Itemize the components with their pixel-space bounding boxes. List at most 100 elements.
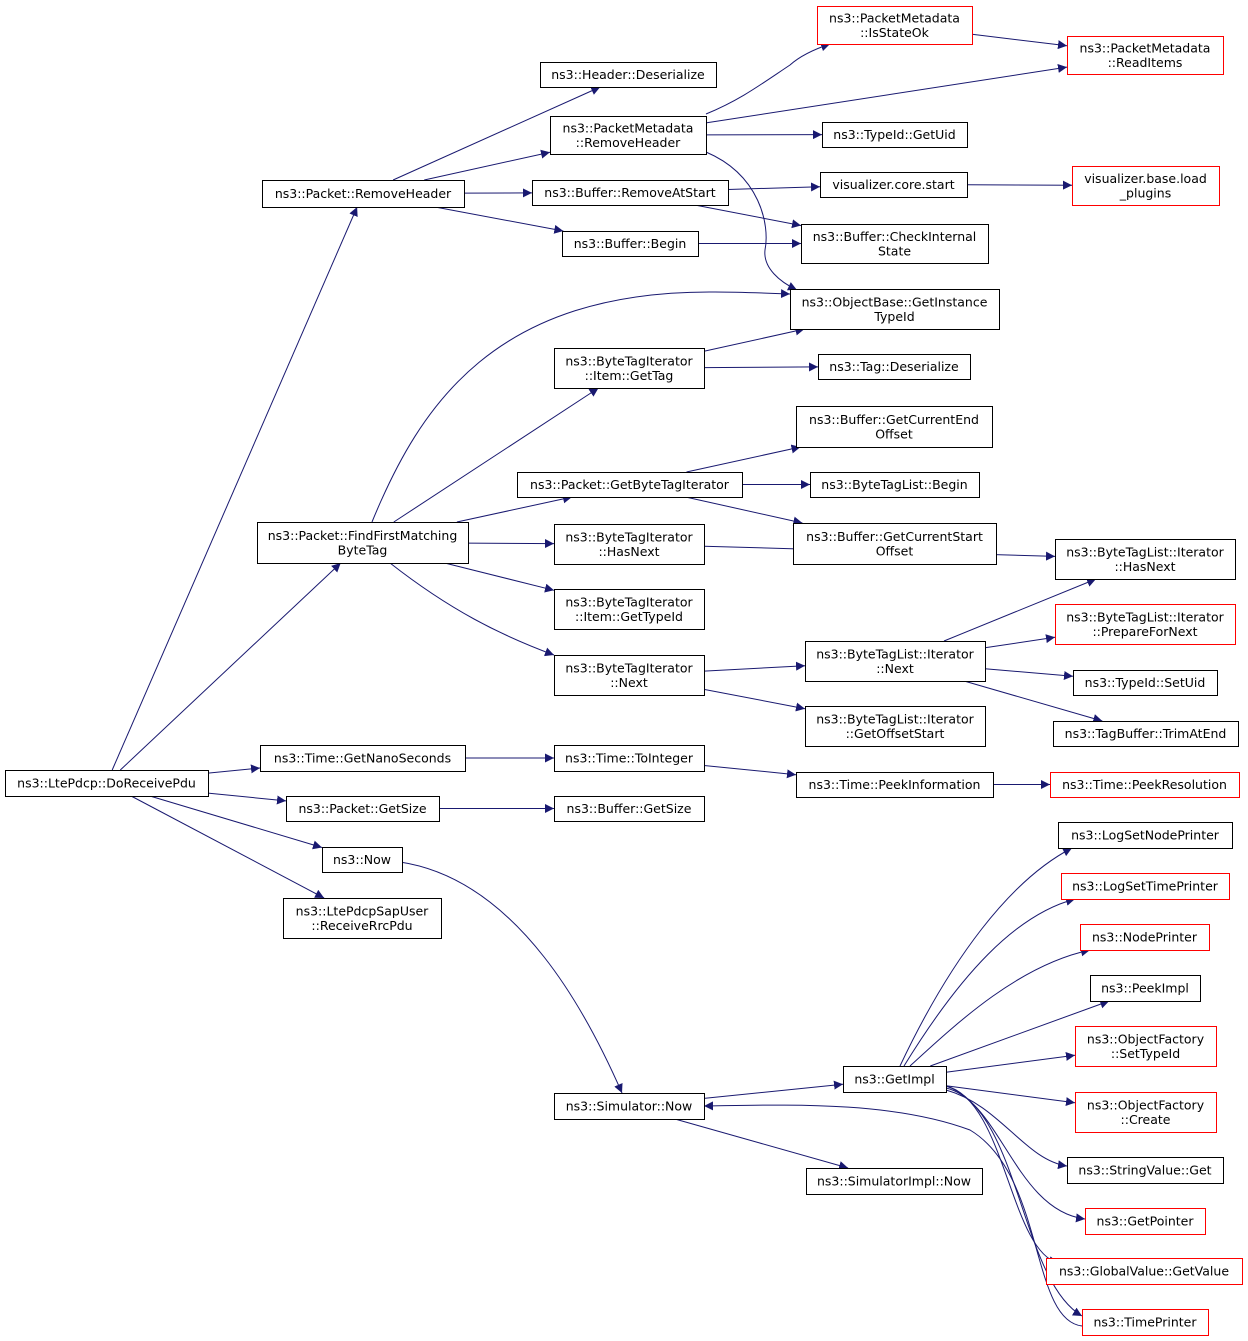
node-btl-iter-next[interactable]: ns3::ByteTagList::Iterator::Next [805,641,986,682]
node-box [1050,772,1240,798]
node-bti-item-gettag[interactable]: ns3::ByteTagIterator::Item::GetTag [554,348,705,389]
node-nodeprinter[interactable]: ns3::NodePrinter [1080,924,1210,951]
node-vis-core-start[interactable]: visualizer.core.start [820,172,968,198]
node-label: ns3::LtePdcp::DoReceivePdu [17,776,196,791]
node-buf-removeatstart[interactable]: ns3::Buffer::RemoveAtStart [532,180,729,206]
node-timeprinter[interactable]: ns3::TimePrinter [1082,1309,1209,1336]
node-box [796,772,994,798]
node-btl-iter-hasnext[interactable]: ns3::ByteTagList::Iterator::HasNext [1055,539,1236,580]
node-label: ns3::TypeId::SetUid [1085,675,1206,690]
node-logsetnodeprinter[interactable]: ns3::LogSetNodePrinter [1058,822,1233,849]
node-label: ns3::GetImpl [854,1072,934,1087]
node-label: TypeId [873,309,914,324]
node-typeid-getuid[interactable]: ns3::TypeId::GetUid [822,122,968,148]
nodes-layer: ns3::LtePdcp::DoReceivePdu ns3::Packet::R… [5,6,1243,1336]
node-box [554,524,705,565]
node-btl-begin[interactable]: ns3::ByteTagList::Begin [810,472,980,498]
node-box [554,1093,705,1120]
node-box [843,1066,947,1093]
node-sap-receiverrcpdu[interactable]: ns3::LtePdcpSapUser::ReceiveRrcPdu [283,898,442,939]
edge-btl_iter_next-to-btl_iter_preparefornext [984,634,1056,649]
edge-buf_removeatstart-to-vis_core_start [727,182,821,192]
node-root[interactable]: ns3::LtePdcp::DoReceivePdu [5,770,209,797]
node-label: ::Item::GetTag [585,368,674,383]
node-label: _plugins [1119,185,1171,200]
node-label: ns3::LtePdcpSapUser [296,903,430,918]
node-tag-deserialize[interactable]: ns3::Tag::Deserialize [818,354,971,380]
node-btl-iter-getoffsetstart[interactable]: ns3::ByteTagList::Iterator::GetOffsetSta… [805,706,986,747]
node-pkt-getsize[interactable]: ns3::Packet::GetSize [286,796,440,822]
node-simulatorimpl-now[interactable]: ns3::SimulatorImpl::Now [806,1168,983,1195]
node-box [1072,166,1220,206]
node-label: ns3::Buffer::Begin [574,236,687,251]
node-objfactory-create[interactable]: ns3::ObjectFactory::Create [1075,1092,1217,1133]
node-label: ns3::GlobalValue::GetValue [1059,1264,1229,1279]
edge-getimpl-to-objfactory_create [945,1085,1076,1106]
node-getimpl[interactable]: ns3::GetImpl [843,1066,947,1093]
node-pm-removeheader[interactable]: ns3::PacketMetadata::RemoveHeader [550,116,707,155]
node-bti-next[interactable]: ns3::ByteTagIterator::Next [554,655,705,696]
edge-btl_iter_next-to-btl_iter_hasnext [943,578,1097,642]
node-getpointer[interactable]: ns3::GetPointer [1085,1208,1206,1235]
node-box [1082,1309,1209,1336]
edge-root-to-time_getnanoseconds [207,764,261,774]
node-label: ns3::Buffer::GetCurrentStart [806,529,983,544]
edge-pkt_findfirst-to-pkt_getbytetagiter [456,494,573,523]
edge-root-to-pkt_getsize [207,792,287,805]
node-pm-isstateok[interactable]: ns3::PacketMetadata::IsStateOk [817,6,973,45]
node-box [1075,1092,1217,1133]
node-label: ns3::ByteTagIterator [565,660,693,675]
edge-getimpl-to-objfactory_settypeid [945,1052,1076,1073]
node-bti-hasnext[interactable]: ns3::ByteTagIterator::HasNext [554,524,705,565]
node-time-tointeger[interactable]: ns3::Time::ToInteger [554,745,705,772]
node-hdr-deserialize[interactable]: ns3::Header::Deserialize [540,62,717,88]
edge-pkt_findfirst-to-bti_hasnext [467,539,555,549]
node-box [1073,670,1218,696]
edge-pm_isstateok-to-pm_readitems [971,33,1068,50]
node-logsettimeprinter[interactable]: ns3::LogSetTimePrinter [1061,873,1230,900]
node-label: ns3::Time::PeekInformation [809,777,981,792]
node-simulator-now[interactable]: ns3::Simulator::Now [554,1093,705,1120]
node-box [1080,924,1210,951]
node-box [554,796,705,822]
node-pkt-getbytetagiter[interactable]: ns3::Packet::GetByteTagIterator [517,472,743,498]
node-globalvalue-getvalue[interactable]: ns3::GlobalValue::GetValue [1046,1258,1243,1285]
node-pm-readitems[interactable]: ns3::PacketMetadata::ReadItems [1067,36,1224,75]
node-time-peekresolution[interactable]: ns3::Time::PeekResolution [1050,772,1240,798]
node-label: ns3::ByteTagList::Iterator [816,711,974,726]
node-buf-begin[interactable]: ns3::Buffer::Begin [562,231,699,257]
node-time-peekinformation[interactable]: ns3::Time::PeekInformation [796,772,994,798]
node-bti-item-gettypeid[interactable]: ns3::ByteTagIterator::Item::GetTypeId [554,589,705,630]
node-box [1067,1157,1224,1184]
node-tagbuf-trimatend[interactable]: ns3::TagBuffer::TrimAtEnd [1053,721,1239,747]
edge-getimpl-to-timeprinter [945,1085,1083,1317]
node-typeid-setuid[interactable]: ns3::TypeId::SetUid [1073,670,1218,696]
node-time-getnanoseconds[interactable]: ns3::Time::GetNanoSeconds [260,745,466,772]
node-buf-getsize[interactable]: ns3::Buffer::GetSize [554,796,705,822]
node-label: ns3::Packet::RemoveHeader [275,186,452,201]
node-btl-iter-preparefornext[interactable]: ns3::ByteTagList::Iterator::PrepareForNe… [1055,604,1236,645]
node-label: ns3::LogSetNodePrinter [1071,828,1220,843]
edge-pkt_findfirst-to-bti_next [389,562,555,657]
node-pkt-removeheader[interactable]: ns3::Packet::RemoveHeader [262,180,465,208]
node-label: ns3::GetPointer [1097,1214,1195,1229]
edge-now-to-simulator_now [399,861,623,1094]
node-label: ns3::Header::Deserialize [551,67,705,82]
node-label: ns3::Buffer::CheckInternal [813,229,977,244]
edge-root-to-pkt_findfirst [119,562,342,771]
node-peekimpl[interactable]: ns3::PeekImpl [1090,975,1201,1002]
node-box [1055,604,1236,645]
node-stringvalue-get[interactable]: ns3::StringValue::Get [1067,1157,1224,1184]
node-now[interactable]: ns3::Now [322,847,403,873]
node-objfactory-settypeid[interactable]: ns3::ObjectFactory::SetTypeId [1075,1026,1217,1067]
node-box [801,224,989,264]
node-label: ns3::ObjectBase::GetInstance [802,294,988,309]
node-vis-base-load[interactable]: visualizer.base.load_plugins [1072,166,1220,206]
node-box [562,231,699,257]
